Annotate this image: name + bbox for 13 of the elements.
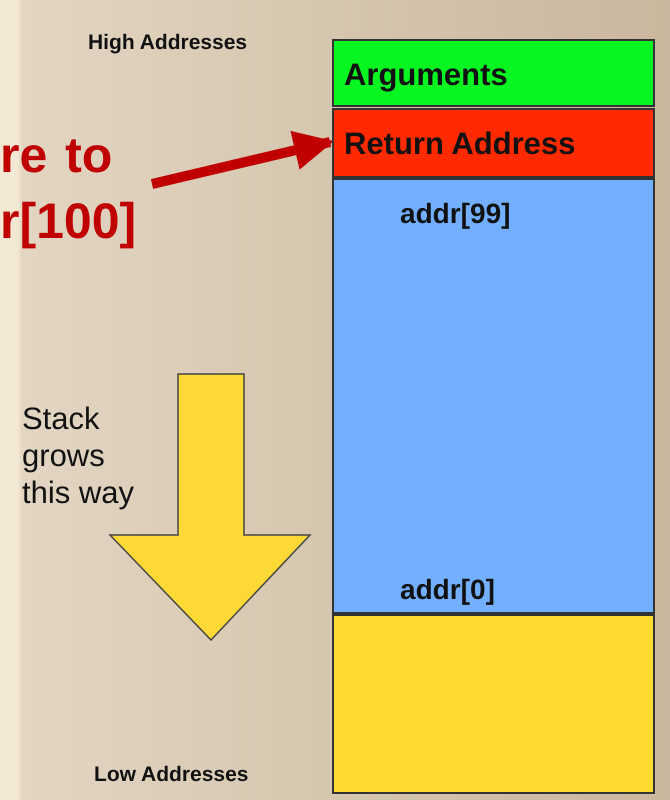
axis-label: High Addresses [88, 30, 248, 56]
block-label: Return Address [344, 126, 576, 162]
memory-block [332, 108, 655, 178]
box [332, 614, 655, 794]
block-label: addr[99] [400, 198, 510, 230]
memory-block [332, 39, 655, 107]
arrow [150, 130, 334, 189]
axis-label: Low Addresses [94, 762, 250, 788]
block-label: addr[0] [400, 574, 495, 606]
block-label: Arguments [344, 57, 508, 93]
callout-text: re to r[100] [0, 122, 158, 262]
memory-block [332, 178, 655, 614]
note-text: Stack grows this way [22, 400, 135, 512]
